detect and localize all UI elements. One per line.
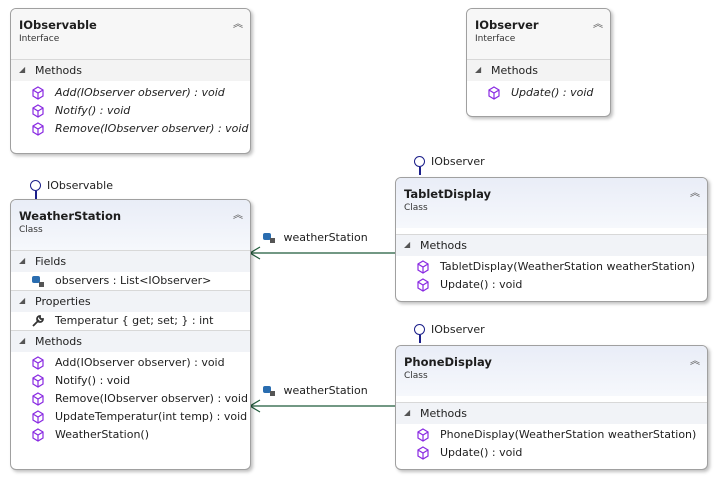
- method-item[interactable]: Remove(IObserver observer) : void: [11, 390, 250, 408]
- phonedisplay-class-shape[interactable]: PhoneDisplay Class ︽ ◢ Methods PhoneDisp…: [395, 345, 708, 470]
- property-wrench-icon: [32, 315, 44, 327]
- shape-stereotype: Interface: [19, 34, 60, 44]
- methods-list: TabletDisplay(WeatherStation weatherStat…: [396, 256, 707, 294]
- weatherstation-class-shape[interactable]: WeatherStation Class ︽ ◢ Fields observer…: [10, 199, 251, 470]
- association-label-tablet: weatherStation: [262, 230, 368, 244]
- method-cube-icon: [32, 356, 44, 370]
- shape-header[interactable]: WeatherStation Class ︽: [11, 200, 250, 250]
- expand-triangle-icon[interactable]: ◢: [19, 256, 26, 265]
- method-item[interactable]: Update() : void: [467, 84, 610, 102]
- expand-triangle-icon[interactable]: ◢: [19, 65, 26, 74]
- shape-title: TabletDisplay: [404, 187, 492, 201]
- method-item[interactable]: Add(IObserver observer) : void: [11, 354, 250, 372]
- method-item[interactable]: Update() : void: [396, 276, 707, 294]
- section-fields[interactable]: ◢ Fields: [11, 250, 250, 272]
- collapse-chevron-icon[interactable]: ︽: [593, 19, 603, 30]
- method-item[interactable]: Remove(IObserver observer) : void: [11, 120, 250, 138]
- shape-stereotype: Class: [19, 225, 43, 235]
- shape-title: WeatherStation: [19, 209, 122, 223]
- expand-triangle-icon[interactable]: ◢: [475, 65, 482, 74]
- expand-triangle-icon[interactable]: ◢: [404, 240, 411, 249]
- expand-triangle-icon[interactable]: ◢: [19, 296, 26, 305]
- method-cube-icon: [32, 428, 44, 442]
- property-item[interactable]: Temperatur { get; set; } : int: [11, 312, 250, 330]
- section-methods[interactable]: ◢ Methods: [396, 402, 707, 424]
- method-item[interactable]: Add(IObserver observer) : void: [11, 84, 250, 102]
- method-cube-icon: [417, 428, 429, 442]
- method-item[interactable]: Notify() : void: [11, 102, 250, 120]
- shape-header[interactable]: IObservable Interface ︽: [11, 9, 250, 59]
- method-cube-icon: [417, 446, 429, 460]
- shape-header[interactable]: PhoneDisplay Class ︽: [396, 346, 707, 396]
- shape-stereotype: Class: [404, 203, 428, 213]
- shape-stereotype: Interface: [475, 34, 516, 44]
- method-cube-icon: [32, 86, 44, 100]
- section-properties[interactable]: ◢ Properties: [11, 290, 250, 312]
- method-item[interactable]: PhoneDisplay(WeatherStation weatherStati…: [396, 426, 707, 444]
- methods-list: PhoneDisplay(WeatherStation weatherStati…: [396, 424, 707, 462]
- collapse-chevron-icon[interactable]: ︽: [233, 210, 243, 221]
- methods-list: Update() : void: [467, 81, 610, 102]
- methods-list: Add(IObserver observer) : void Notify() …: [11, 352, 250, 444]
- method-item[interactable]: Notify() : void: [11, 372, 250, 390]
- method-cube-icon: [32, 104, 44, 118]
- field-item[interactable]: observers : List<IObserver>: [11, 272, 250, 290]
- expand-triangle-icon[interactable]: ◢: [19, 336, 26, 345]
- shape-header[interactable]: TabletDisplay Class ︽: [396, 178, 707, 228]
- method-cube-icon: [32, 410, 44, 424]
- interface-circle-icon: [30, 180, 41, 191]
- interface-circle-icon: [414, 324, 425, 335]
- association-label-phone: weatherStation: [262, 383, 368, 397]
- methods-list: Add(IObserver observer) : void Notify() …: [11, 81, 250, 138]
- method-cube-icon: [488, 86, 500, 100]
- section-methods[interactable]: ◢ Methods: [396, 234, 707, 256]
- tabletdisplay-class-shape[interactable]: TabletDisplay Class ︽ ◢ Methods TabletDi…: [395, 177, 708, 302]
- shape-title: IObserver: [475, 18, 539, 32]
- field-lock-icon: [32, 276, 44, 287]
- shape-header[interactable]: IObserver Interface ︽: [467, 9, 610, 59]
- collapse-chevron-icon[interactable]: ︽: [233, 19, 243, 30]
- expand-triangle-icon[interactable]: ◢: [404, 408, 411, 417]
- method-cube-icon: [32, 122, 44, 136]
- association-role: weatherStation: [283, 231, 368, 244]
- iobserver-interface-shape[interactable]: IObserver Interface ︽ ◢ Methods Update()…: [466, 8, 611, 117]
- shape-stereotype: Class: [404, 371, 428, 381]
- association-role: weatherStation: [283, 384, 368, 397]
- shape-title: PhoneDisplay: [404, 355, 492, 369]
- field-lock-icon: [263, 386, 275, 396]
- interface-circle-icon: [414, 156, 425, 167]
- method-item[interactable]: Update() : void: [396, 444, 707, 462]
- section-methods[interactable]: ◢ Methods: [11, 59, 250, 81]
- method-item[interactable]: TabletDisplay(WeatherStation weatherStat…: [396, 258, 707, 276]
- field-lock-icon: [263, 233, 275, 243]
- method-cube-icon: [32, 374, 44, 388]
- iobservable-interface-shape[interactable]: IObservable Interface ︽ ◢ Methods Add(IO…: [10, 8, 251, 154]
- method-item[interactable]: WeatherStation(): [11, 426, 250, 444]
- collapse-chevron-icon[interactable]: ︽: [690, 188, 700, 199]
- method-cube-icon: [417, 260, 429, 274]
- method-cube-icon: [417, 278, 429, 292]
- method-cube-icon: [32, 392, 44, 406]
- method-item[interactable]: UpdateTemperatur(int temp) : void: [11, 408, 250, 426]
- section-methods[interactable]: ◢ Methods: [11, 330, 250, 352]
- section-methods[interactable]: ◢ Methods: [467, 59, 610, 81]
- shape-title: IObservable: [19, 18, 97, 32]
- collapse-chevron-icon[interactable]: ︽: [690, 356, 700, 367]
